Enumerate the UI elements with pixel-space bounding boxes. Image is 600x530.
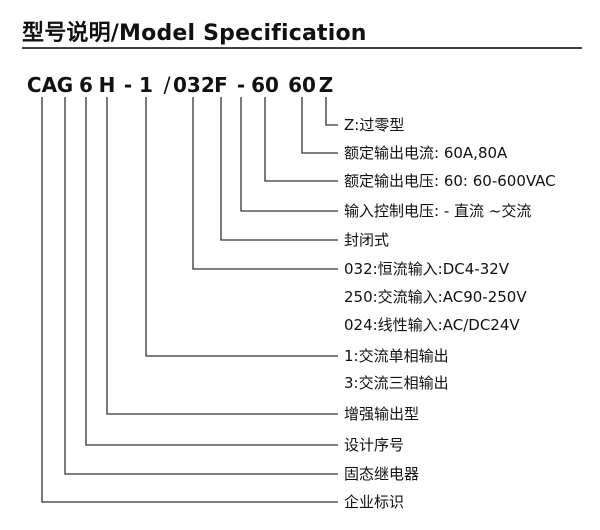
desc-rated-voltage: 额定输出电压: 60: 60-600VAC [344, 172, 556, 190]
code-segment-current: 60 [288, 73, 316, 97]
desc-input-032: 032:恒流输入:DC4-32V [344, 260, 510, 278]
connector-enhanced [106, 97, 338, 415]
desc-design-number: 设计序号 [344, 436, 405, 454]
desc-solid-state-relay: 固态继电器 [344, 465, 420, 483]
code-segment-6: 6 [79, 73, 93, 97]
desc-three-phase: 3:交流三相输出 [344, 374, 449, 392]
connector-brand [41, 97, 338, 503]
code-segment-ca: CA [26, 73, 58, 97]
connector-design-number [85, 97, 338, 446]
connector-input-voltage [240, 97, 338, 212]
title-divider [22, 47, 582, 49]
desc-enclosed: 封闭式 [344, 231, 390, 249]
code-segment-h: H [98, 73, 116, 97]
code-segment-g: G [56, 73, 74, 97]
connector-enclosed [220, 97, 338, 241]
desc-company-brand: 企业标识 [344, 493, 405, 511]
desc-enhanced-output: 增强输出型 [344, 405, 420, 423]
desc-input-control: 输入控制电压: - 直流 ~交流 [344, 202, 532, 220]
code-segment-1: 1 [139, 73, 153, 97]
code-segment-z: Z [318, 73, 334, 97]
desc-input-250: 250:交流输入:AC90-250V [344, 288, 527, 306]
code-segment-voltage: 60 [251, 73, 279, 97]
page-title: 型号说明/Model Specification [22, 21, 367, 46]
desc-single-phase: 1:交流单相输出 [344, 347, 449, 365]
code-segment-f: F [214, 73, 228, 97]
desc-zero-cross: Z:过零型 [344, 116, 405, 134]
code-slash: / [163, 73, 171, 97]
code-segment-032: 032 [173, 73, 215, 97]
connector-z [325, 97, 338, 126]
connector-voltage [264, 97, 338, 182]
connector-input-type [192, 97, 338, 270]
desc-input-024: 024:线性输入:AC/DC24V [344, 316, 520, 334]
desc-rated-current: 额定输出电流: 60A,80A [344, 144, 508, 162]
code-separator-1: - [123, 73, 133, 97]
connector-current [301, 97, 338, 154]
connector-phase [145, 97, 338, 357]
code-separator-2: - [236, 73, 246, 97]
connector-ssr [64, 97, 338, 475]
